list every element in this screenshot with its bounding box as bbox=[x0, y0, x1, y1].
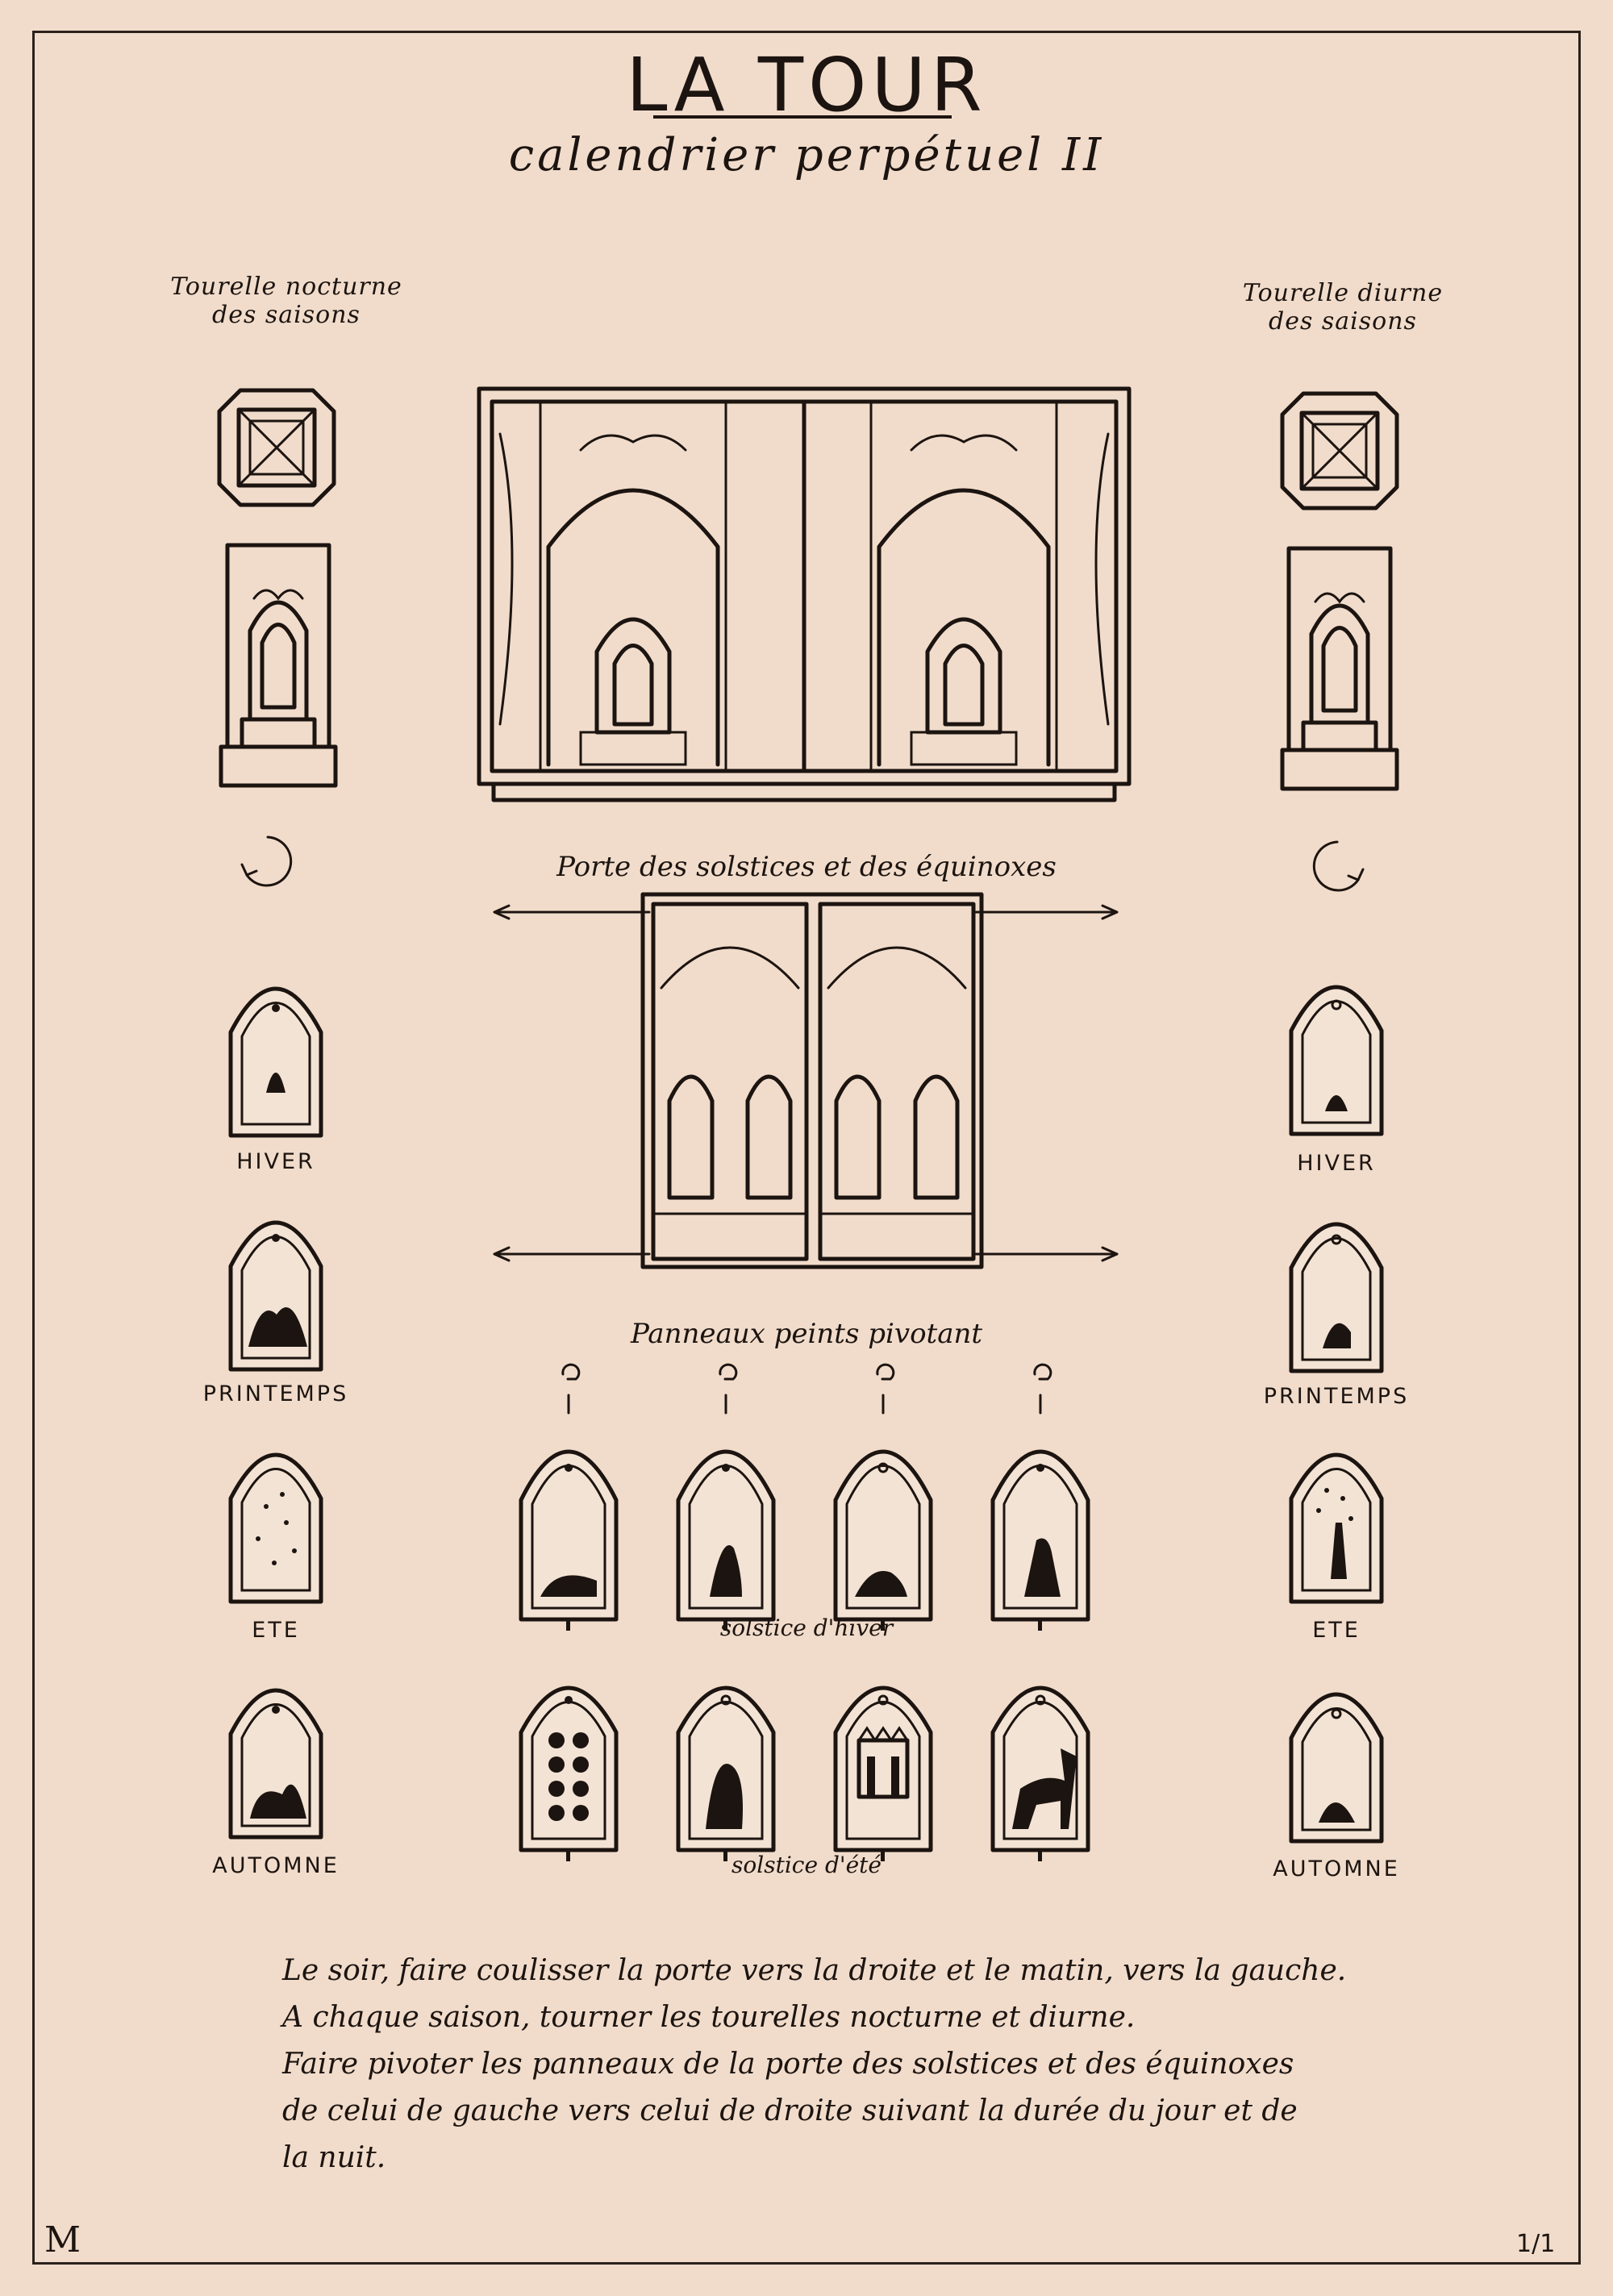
summer-solstice-label: solstice d'été bbox=[731, 1852, 882, 1878]
instructions-block: Le soir, faire coulisser la porte vers l… bbox=[282, 1948, 1411, 2181]
panel-winter-2 bbox=[676, 1363, 776, 1631]
right-season-ete: ETE bbox=[1312, 1618, 1361, 1643]
panel-summer-4 bbox=[990, 1686, 1090, 1861]
right-turret-label-line2: des saisons bbox=[1269, 307, 1417, 335]
left-season-automne: AUTOMNE bbox=[212, 1853, 340, 1878]
title-underline bbox=[653, 115, 952, 119]
panel-summer-1 bbox=[519, 1686, 619, 1861]
panel-winter-3 bbox=[833, 1363, 933, 1631]
instruction-line-4: de celui de gauche vers celui de droite … bbox=[282, 2094, 1298, 2127]
left-niche-hiver bbox=[228, 986, 323, 1138]
left-rotate-arrow-icon bbox=[240, 835, 293, 887]
right-niche-printemps bbox=[1289, 1222, 1384, 1373]
page-subtitle: calendrier perpétuel II bbox=[508, 129, 1105, 181]
tower-facade bbox=[477, 386, 1132, 802]
left-turret-label: Tourelle nocturne des saisons bbox=[153, 273, 419, 329]
panel-winter-4 bbox=[990, 1363, 1090, 1631]
right-turret-elevation bbox=[1280, 546, 1399, 791]
left-season-printemps: PRINTEMPS bbox=[202, 1381, 349, 1406]
door-caption: Porte des solstices et des équinoxes bbox=[556, 851, 1057, 883]
right-season-printemps: PRINTEMPS bbox=[1263, 1384, 1410, 1409]
instruction-line-5: la nuit. bbox=[282, 2141, 386, 2174]
left-niche-ete bbox=[228, 1452, 323, 1604]
left-turret-label-line2: des saisons bbox=[212, 301, 361, 329]
right-turret-label-line1: Tourelle diurne bbox=[1242, 279, 1444, 307]
page-number: 1/1 bbox=[1516, 2230, 1556, 2258]
right-niche-automne bbox=[1289, 1692, 1384, 1844]
instruction-line-1: Le soir, faire coulisser la porte vers l… bbox=[282, 1954, 1347, 1987]
left-season-hiver: HIVER bbox=[236, 1149, 315, 1174]
left-niche-printemps bbox=[228, 1220, 323, 1372]
right-season-hiver: HIVER bbox=[1297, 1151, 1376, 1176]
panel-summer-3 bbox=[833, 1686, 933, 1861]
panel-winter-1 bbox=[519, 1363, 619, 1631]
right-rotate-arrow-icon bbox=[1312, 840, 1365, 892]
instruction-line-3: Faire pivoter les panneaux de la porte d… bbox=[282, 2048, 1294, 2081]
right-season-automne: AUTOMNE bbox=[1273, 1856, 1400, 1881]
page-title: LA TOUR bbox=[626, 42, 987, 128]
right-turret-top-view bbox=[1280, 391, 1399, 510]
right-turret-label: Tourelle diurne des saisons bbox=[1210, 279, 1476, 335]
right-niche-ete bbox=[1289, 1452, 1384, 1604]
monogram-logo: M bbox=[44, 2219, 81, 2261]
left-turret-top-view bbox=[217, 388, 336, 507]
left-niche-automne bbox=[228, 1688, 323, 1840]
left-turret-elevation bbox=[219, 543, 338, 788]
page-frame bbox=[32, 31, 1581, 2265]
right-niche-hiver bbox=[1289, 985, 1384, 1136]
instruction-line-2: A chaque saison, tourner les tourelles n… bbox=[282, 2001, 1136, 2034]
left-season-ete: ETE bbox=[252, 1618, 300, 1643]
winter-solstice-label: solstice d'hiver bbox=[719, 1615, 894, 1641]
panels-caption: Panneaux peints pivotant bbox=[630, 1318, 983, 1350]
left-turret-label-line1: Tourelle nocturne bbox=[170, 273, 402, 301]
solstice-door bbox=[493, 892, 1119, 1269]
panel-summer-2 bbox=[676, 1686, 776, 1861]
